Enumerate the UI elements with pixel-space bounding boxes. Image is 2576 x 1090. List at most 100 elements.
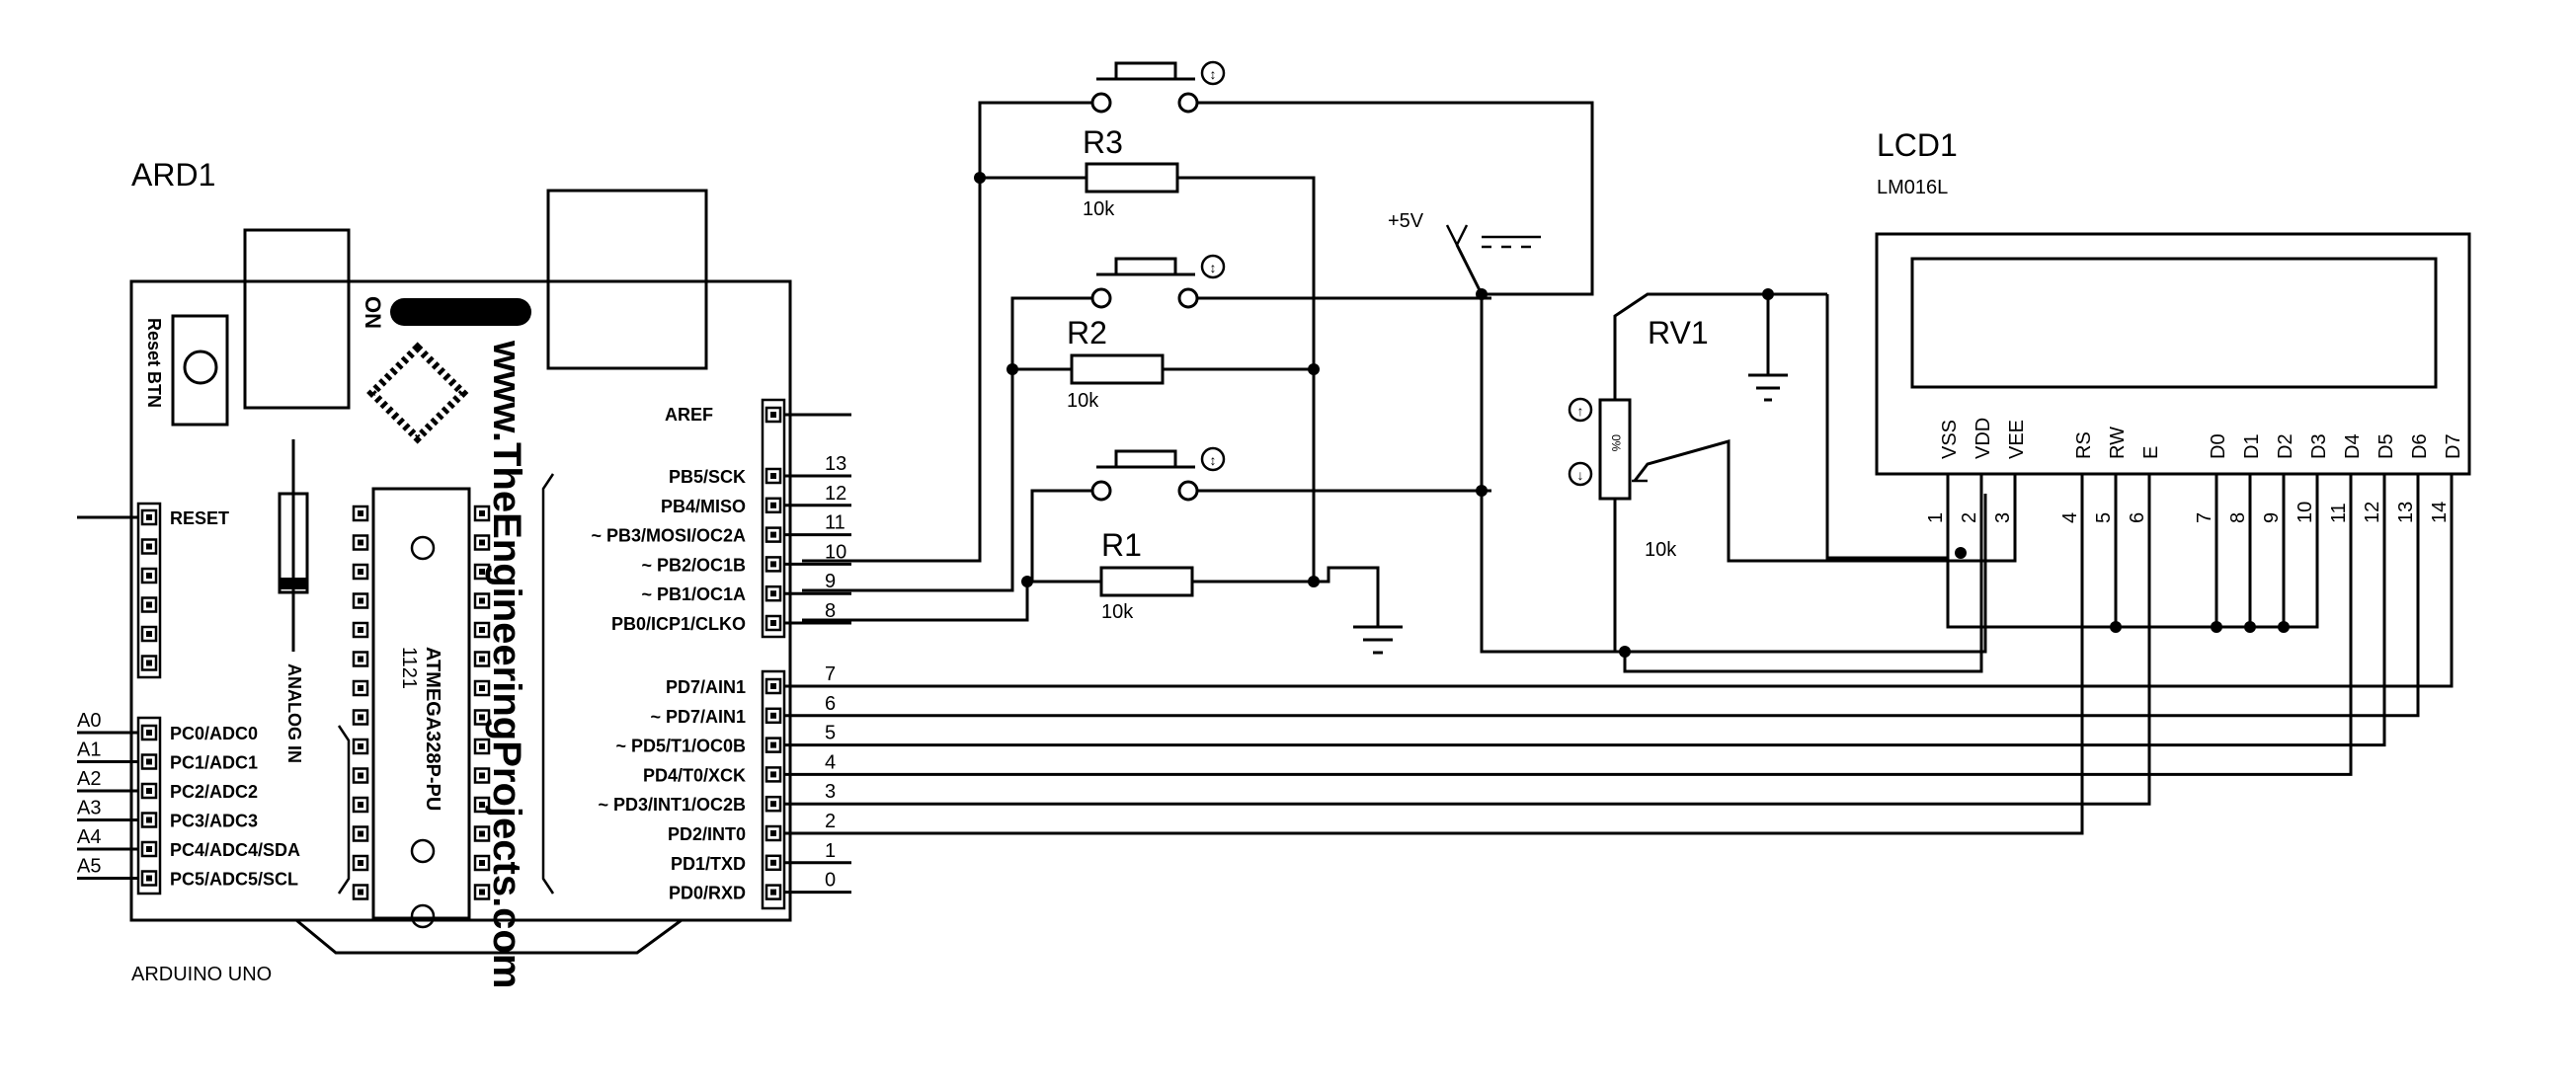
- dip-pin-left: [352, 534, 369, 551]
- digital-pin-core: [770, 473, 776, 479]
- digital-pin-core: [770, 561, 776, 568]
- dip-pin-left: [352, 679, 369, 697]
- lcd-pin-number: 12: [2362, 502, 2383, 523]
- r3-value: 10k: [1083, 198, 1115, 220]
- lcd-pin-number: 1: [1925, 512, 1947, 523]
- digital-pin: [765, 526, 782, 543]
- reset-header-pin-core: [146, 631, 152, 637]
- dip-pin-right-core: [479, 802, 485, 808]
- digital-pin-label: PD1/TXD: [671, 854, 746, 874]
- dip-pin-left: [352, 621, 369, 639]
- reset-header-pins: [140, 508, 158, 671]
- dip-pin-left: [352, 563, 369, 581]
- reset-header-pin: [140, 655, 158, 671]
- analog-pin-label: PC5/ADC5/SCL: [170, 870, 298, 890]
- digital-pin-core: [770, 859, 776, 866]
- r2-value: 10k: [1067, 390, 1099, 412]
- aref-label: AREF: [665, 405, 713, 425]
- dip-chip-pins: [352, 505, 491, 900]
- digital-pin-core: [770, 502, 776, 508]
- lcd-module: LCD1 LM016L VSS1VDD2VEE3RS4RW5E6D07D18D2…: [1875, 127, 2471, 533]
- digital-pin: [765, 707, 782, 725]
- dip-pin-right-core: [479, 714, 485, 721]
- dip-pin-left: [352, 884, 369, 900]
- dip-pin-left-core: [358, 830, 363, 837]
- analog-pin: [140, 782, 158, 800]
- resistor-r2: [1070, 353, 1165, 385]
- digital-pin-core: [770, 683, 776, 689]
- dip-pin-right: [473, 651, 491, 667]
- lcd-pin-name: D0: [2208, 433, 2229, 459]
- lcd-ref: LCD1: [1877, 127, 1958, 163]
- dip-pin-left-core: [358, 569, 363, 575]
- arduino-model: ARDUINO UNO: [131, 964, 272, 985]
- bus-wire: [784, 533, 2454, 688]
- dip-pin-left-core: [358, 656, 363, 662]
- digital-pin-label: ~ PD5/T1/OC0B: [615, 737, 746, 756]
- lcd-pin-number: 13: [2395, 502, 2417, 523]
- dip-pin-right: [473, 621, 491, 639]
- power-label: +5V: [1388, 210, 1424, 232]
- reset-header-pin: [140, 625, 158, 643]
- analog-pin-core: [146, 875, 152, 882]
- lcd-pin-name: D6: [2409, 433, 2431, 459]
- power-supply: +5V: [1388, 210, 1987, 658]
- digital-pin-core: [770, 741, 776, 748]
- digital-pin-label: ~ PD3/INT1/OC2B: [598, 795, 746, 815]
- digital-pin: [765, 584, 782, 602]
- dip-pin-left: [352, 592, 369, 609]
- power-jack: [546, 189, 708, 370]
- lcd-pin-number: 5: [2093, 512, 2115, 523]
- lcd-outline: [1875, 232, 2471, 476]
- reset-btn-label: Reset BTN: [144, 318, 164, 408]
- dip-pin-left: [352, 854, 369, 872]
- digital-pin-core: [770, 620, 776, 626]
- analog-header: [136, 716, 162, 895]
- lcd-pin-number: 6: [2127, 512, 2148, 523]
- analog-pin-core: [146, 758, 152, 765]
- analog-net-label: A5: [77, 856, 101, 878]
- digital-pin-number: 8: [825, 600, 836, 622]
- pot-decrement-icon: [1568, 461, 1593, 487]
- lcd-pin-number: 4: [2059, 512, 2081, 523]
- resistor-r3: [1085, 162, 1179, 194]
- analog-pin: [140, 840, 158, 858]
- dip-pin-left-core: [358, 539, 363, 546]
- reset-header-pin-core: [146, 601, 152, 608]
- digital-pin-core: [770, 771, 776, 778]
- analog-pin-label: PC1/ADC1: [170, 753, 258, 773]
- svg-text:↓: ↓: [1577, 467, 1584, 483]
- dip-pin-right: [473, 709, 491, 726]
- dip-pin-right-core: [479, 743, 485, 749]
- analog-net-label: A4: [77, 826, 101, 848]
- analog-pin: [140, 812, 158, 828]
- ground-bus-junction: [2278, 621, 2290, 633]
- digital-pin-core: [770, 801, 776, 808]
- analog-pin: [140, 724, 158, 741]
- digital-pin-core: [770, 830, 776, 836]
- dip-pin-right-core: [479, 830, 485, 837]
- digital-pin: [765, 614, 782, 632]
- r3-ref: R3: [1083, 124, 1123, 160]
- pot-increment-icon: [1568, 397, 1593, 423]
- analog-net-label: A0: [77, 710, 101, 732]
- dip-pin-left-core: [358, 889, 363, 895]
- digital-pin: [765, 677, 782, 695]
- lcd-pin-name: D5: [2375, 433, 2397, 459]
- digital-pin-core: [770, 590, 776, 597]
- digital-pin-number: 13: [825, 453, 846, 475]
- lcd-pin-name: VSS: [1939, 420, 1961, 459]
- lcd-pin-name: RS: [2073, 431, 2095, 459]
- reset-header-pin: [140, 508, 158, 526]
- digital-pin-number: 11: [825, 512, 845, 534]
- dip-pin-right: [473, 592, 491, 609]
- dip-pin-left: [352, 738, 369, 755]
- dip-pin-left-core: [358, 714, 363, 721]
- resistor-r1: [1099, 566, 1194, 597]
- digital-pin-label: PD2/INT0: [668, 824, 746, 844]
- dip-pin-left: [352, 767, 369, 784]
- smd-chip: [366, 342, 469, 444]
- reset-button-body: [171, 314, 229, 427]
